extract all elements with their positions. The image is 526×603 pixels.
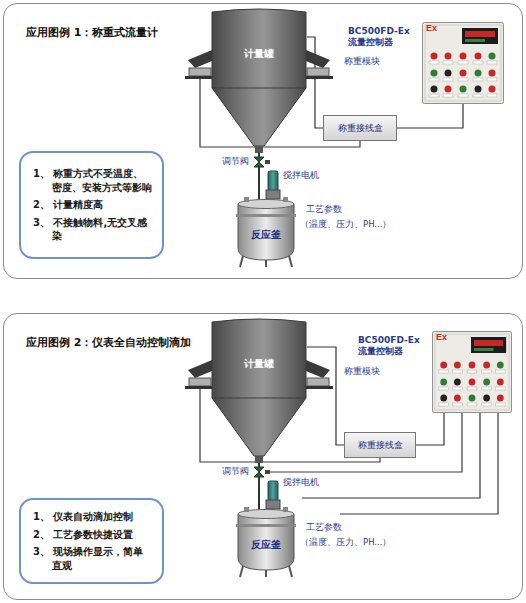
ex-mark: Ex [426, 24, 437, 34]
panel-title: 应用图例 2：仪表全自动控制滴加 [26, 336, 191, 349]
note-item: 3、 现场操作显示，简单直观 [33, 545, 152, 572]
note-item: 2、 工艺参数快捷设置 [33, 528, 152, 542]
reactor-vessel-shape [236, 478, 296, 577]
vessel-label: 反应釜 [230, 539, 302, 551]
flow-controller-art [422, 22, 504, 104]
feature-note: 1、 称重方式不受温度、密度、安装方式等影响 2、 计量精度高 3、 不接触物料,无… [19, 151, 164, 259]
note-item: 1、 仪表自动滴加控制 [33, 510, 152, 524]
metering-tank-art [211, 8, 307, 153]
parameter-note: （温度、压力、PH...） [300, 538, 391, 548]
reactor-vessel-shape [236, 168, 296, 267]
flow-controller: BC500FD-Ex 流量控制器Ex [432, 331, 512, 413]
reactor-vessel: 反应釜 [230, 168, 302, 268]
metering-tank-shape [212, 319, 306, 463]
reactor-vessel: 反应釜 [230, 478, 302, 578]
box-label: 称重接线盒 [358, 435, 403, 455]
flow-controller-art [432, 331, 512, 413]
box-label: 称重接线盒 [338, 118, 383, 138]
part-name: 调节阀 [222, 156, 249, 166]
valve-cable [270, 413, 462, 472]
metering-tank: 计量罐 [211, 318, 307, 463]
tank-label: 计量罐 [211, 358, 307, 370]
ex-mark: Ex [436, 333, 447, 343]
process-cable [340, 413, 498, 514]
signal-cable [307, 347, 344, 445]
part-name: 调节阀 [222, 466, 249, 476]
example-panel: 应用图例 2：仪表全自动控制滴加计量罐称重接线盒 BC500FD-Ex 流量控制器… [3, 313, 523, 600]
signal-cable [397, 104, 463, 128]
signal-cable [307, 37, 323, 128]
tank-label: 计量罐 [211, 48, 307, 60]
controller-name: BC500FD-Ex 流量控制器 [358, 335, 428, 358]
parameter-note: （温度、压力、PH...） [300, 220, 391, 230]
reactor-vessel-art [230, 168, 302, 268]
vessel-label: 反应釜 [230, 229, 302, 241]
controller-name: BC500FD-Ex 流量控制器 [348, 26, 418, 49]
part-name: 称重模块 [344, 366, 380, 376]
example-panel: 应用图例 1：称重式流量计计量罐称重接线盒BC500FD-Ex 流量控制器Ex反… [3, 3, 523, 279]
note-item: 2、 计量精度高 [33, 198, 152, 212]
note-item: 1、 称重方式不受温度、密度、安装方式等影响 [33, 167, 152, 194]
junction-box: 称重接线盒 [323, 115, 397, 141]
flow-controller-shape [423, 23, 504, 104]
metering-tank: 计量罐 [211, 8, 307, 153]
panel-title: 应用图例 1：称重式流量计 [26, 26, 158, 39]
note-item: 3、 不接触物料,无交叉感染 [33, 216, 152, 243]
part-name: 搅拌电机 [283, 170, 319, 180]
flow-controller: BC500FD-Ex 流量控制器Ex [422, 22, 504, 104]
signal-cable [416, 413, 444, 445]
metering-tank-art [211, 318, 307, 463]
junction-box: 称重接线盒 [344, 432, 416, 458]
flow-controller-shape [432, 332, 511, 413]
part-name: 工艺参数 [306, 204, 342, 214]
part-name: 工艺参数 [306, 522, 342, 532]
feature-note: 1、 仪表自动滴加控制 2、 工艺参数快捷设置 3、 现场操作显示，简单直观 [19, 498, 164, 584]
part-name: 称重模块 [344, 56, 380, 66]
metering-tank-shape [212, 9, 306, 153]
motor-cable [302, 413, 480, 498]
part-name: 搅拌电机 [283, 477, 319, 487]
reactor-vessel-art [230, 478, 302, 578]
